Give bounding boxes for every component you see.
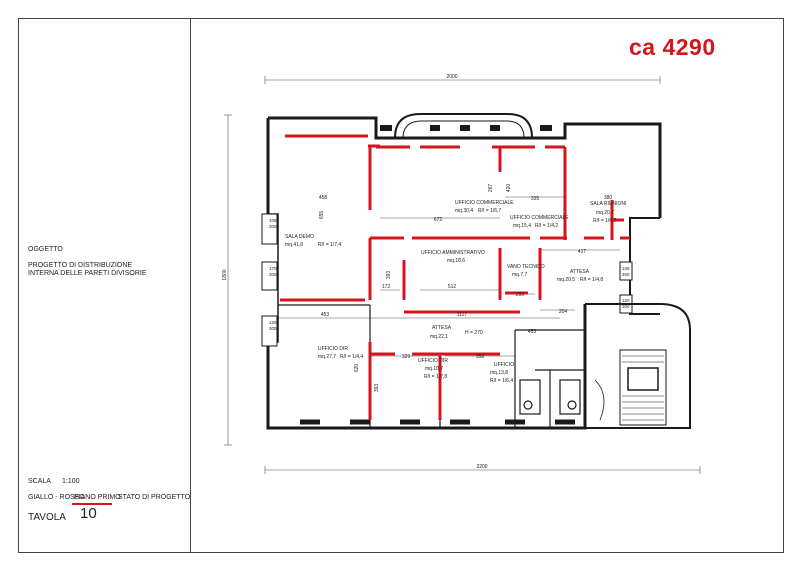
room-sala-riunioni-name: SALA RIUNIONI bbox=[590, 201, 626, 207]
room-uff-dir-1-ratio: R/I = 1/4,4 bbox=[340, 354, 363, 360]
dim-335: 335 bbox=[531, 196, 540, 202]
price-tag: ca 4290 bbox=[629, 34, 716, 60]
svg-text:120: 120 bbox=[269, 320, 277, 325]
room-sala-demo-name: SALA DEMO bbox=[285, 234, 314, 240]
room-uff-dir-1-name: UFFICIO DIR bbox=[318, 346, 348, 352]
dim-top-total: 2000 bbox=[446, 74, 457, 80]
dim-458: 458 bbox=[319, 195, 328, 201]
scala-value: 1:100 bbox=[62, 478, 80, 485]
dim-left-total: 1800 bbox=[222, 269, 228, 280]
floor-label: PIANO PRIMO bbox=[74, 494, 121, 501]
dim-655: 655 bbox=[319, 211, 325, 220]
oggetto-label: OGGETTO bbox=[28, 246, 63, 253]
room-uff-dir-1-area: mq.27,7 bbox=[318, 354, 336, 360]
dim-620: 620 bbox=[354, 364, 360, 373]
dim-bottom-total: 2200 bbox=[476, 464, 487, 470]
room-uff-dir-2-name: UFFICIO DIR bbox=[418, 358, 448, 364]
svg-text:300: 300 bbox=[269, 326, 277, 331]
staircase bbox=[585, 303, 691, 429]
room-vano-tecnico-area: mq.7,7 bbox=[512, 272, 528, 278]
room-attesa-2-name: ATTESA bbox=[432, 325, 452, 331]
dim-393: 393 bbox=[386, 271, 392, 280]
dim-204: 204 bbox=[559, 309, 568, 315]
drawing-sheet-border bbox=[18, 18, 784, 553]
room-uff-amm-name: UFFICIO AMMINISTRATIVO bbox=[421, 250, 485, 256]
room-sala-demo-area: mq.41,8 bbox=[285, 242, 303, 248]
room-uff-comm-1-area: mq.30,4 bbox=[455, 208, 473, 214]
room-uff-dir-2-ratio: R/I = 1/7,8 bbox=[424, 374, 447, 380]
svg-text:105: 105 bbox=[622, 266, 630, 271]
dim-267: 267 bbox=[488, 184, 494, 193]
dim-329: 329 bbox=[402, 354, 411, 360]
dim-453b: 453 bbox=[528, 329, 537, 335]
room-uff-dir-2-area: mq.10,7 bbox=[425, 366, 443, 372]
svg-text:120: 120 bbox=[622, 298, 630, 303]
colors-label: GIALLO - ROSSO bbox=[28, 494, 85, 501]
room-uff-amm-area: mq.18,6 bbox=[447, 258, 465, 264]
room-sala-riunioni-area: mq.20,7 bbox=[596, 210, 614, 216]
dim-453: 453 bbox=[321, 312, 330, 318]
room-labels: SALA DEMO mq.41,8 R/I = 1/7,4 UFFICIO CO… bbox=[285, 200, 626, 384]
room-attesa-1-ratio: R/I = 1/4,8 bbox=[580, 277, 603, 283]
dim-172: 172 bbox=[382, 284, 391, 290]
dim-358: 358 bbox=[476, 354, 485, 360]
interior-walls bbox=[278, 304, 585, 428]
dim-393b: 393 bbox=[374, 384, 380, 393]
room-attesa-1-area: mq.20,5 bbox=[557, 277, 575, 283]
svg-text:300: 300 bbox=[269, 224, 277, 229]
room-attesa-2-area: mq.22,1 bbox=[430, 334, 448, 340]
description-line-1: PROGETTO DI DISTRIBUZIONE bbox=[28, 262, 133, 269]
description-line-2: INTERNA DELLE PARETI DIVISORIE bbox=[28, 270, 147, 277]
svg-text:170: 170 bbox=[269, 266, 277, 271]
dim-380: 380 bbox=[604, 195, 613, 201]
room-uff-comm-2-name: UFFICIO COMMERCIALE bbox=[510, 215, 569, 221]
dim-417: 417 bbox=[578, 249, 587, 255]
title-block-divider bbox=[190, 18, 191, 553]
dimension-lines bbox=[224, 76, 701, 474]
room-uff-comm-1-ratio: R/I = 1/6,7 bbox=[478, 208, 501, 214]
svg-text:105: 105 bbox=[269, 218, 277, 223]
svg-text:300: 300 bbox=[622, 304, 630, 309]
outer-walls bbox=[261, 113, 662, 430]
window-codes: 105 300 170 300 120 300 105 300 120 300 bbox=[269, 218, 630, 331]
svg-text:300: 300 bbox=[269, 272, 277, 277]
scala-label: SCALA bbox=[28, 478, 51, 485]
room-sala-demo-ratio: R/I = 1/7,4 bbox=[318, 242, 341, 248]
room-ufficio-ratio: R/I = 1/6,4 bbox=[490, 378, 513, 384]
room-vano-tecnico-name: VANO TECNICO bbox=[507, 264, 545, 270]
dim-1117: 1117 bbox=[457, 312, 468, 318]
dim-512: 512 bbox=[448, 284, 457, 290]
room-ufficio-area: mq.13,8 bbox=[490, 370, 508, 376]
dim-672: 672 bbox=[434, 217, 443, 223]
room-attesa-1-name: ATTESA bbox=[570, 269, 590, 275]
room-uff-comm-2-ratio: R/I = 1/4,2 bbox=[535, 223, 558, 229]
room-uff-comm-2-area: mq.15,4 bbox=[513, 223, 531, 229]
new-partitions-red bbox=[280, 134, 630, 420]
room-ufficio-name: UFFICIO bbox=[494, 362, 514, 368]
svg-text:300: 300 bbox=[622, 272, 630, 277]
room-uff-comm-1-name: UFFICIO COMMERCIALE bbox=[455, 200, 514, 206]
dim-200: 200 bbox=[516, 292, 525, 298]
dim-420: 420 bbox=[506, 184, 512, 193]
dimension-labels: 2000 2200 1800 453 1117 172 512 200 204 … bbox=[222, 74, 612, 470]
state-label: STATO DI PROGETTO bbox=[118, 494, 191, 501]
room-sala-riunioni-ratio: R/I = 1/6,7 bbox=[593, 218, 616, 224]
room-attesa-2-ratio: H = 270 bbox=[465, 330, 483, 336]
tavola-number: 10 bbox=[80, 505, 97, 522]
tavola-label: TAVOLA bbox=[28, 512, 66, 523]
floor-underline bbox=[72, 503, 112, 505]
